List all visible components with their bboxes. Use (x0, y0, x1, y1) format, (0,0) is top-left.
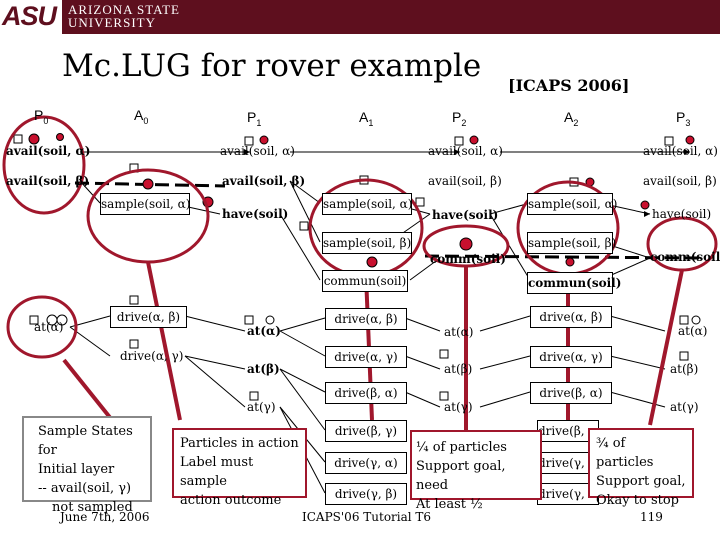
p1-have-soil: have(soil) (222, 207, 289, 221)
note-sample-states: Sample States for Initial layer -- avail… (22, 416, 152, 515)
p3-comm-soil: comm(soil) (650, 250, 720, 264)
note-quarter-line-3: At least ½ (416, 497, 483, 512)
level-p1: P1 (247, 109, 262, 128)
p1-avail-soil-beta: avail(soil, β) (222, 174, 306, 188)
p1-at-beta: at(β) (247, 362, 280, 376)
p2-comm-soil: comm(soil) (430, 252, 506, 266)
university-line-2: UNIVERSITY (68, 15, 156, 30)
slide-title: Mc.LUG for rover example (62, 48, 482, 84)
note-sample-states-line-4: not sampled (52, 500, 133, 515)
note-three-quarter-particles: ¾ of particles Support goal, Okay to sto… (588, 428, 694, 508)
a2-drive-ag: drive(α, γ) (530, 346, 612, 368)
p3-avail-soil-alpha: avail(soil, α) (643, 144, 718, 158)
p1-at-gamma: at(γ) (247, 400, 276, 414)
particle-markers (13, 133, 701, 401)
p0-avail-soil-beta: avail(soil, β) (6, 174, 90, 188)
a1-drive-ab: drive(α, β) (325, 308, 407, 330)
a1-commun: commun(soil) (322, 270, 408, 292)
note-particles-label-line-3: action outcome (180, 493, 282, 508)
level-a2: A2 (564, 109, 579, 128)
a2-drive-ab: drive(α, β) (530, 306, 612, 328)
asu-logo: ASU (0, 0, 62, 34)
note-quarter-line-2: Support goal, need (416, 459, 506, 493)
p2-have-soil: have(soil) (432, 208, 499, 222)
footer-page-number: 119 (640, 510, 663, 524)
a0-drive-ag: drive(α, γ) (120, 349, 184, 363)
p0-avail-soil-alpha: avail(soil, α) (6, 144, 91, 158)
p3-at-gamma: at(γ) (670, 400, 699, 414)
note-three-quarter-line-1: ¾ of particles (596, 436, 654, 470)
footer-date: June 7th, 2006 (60, 510, 150, 524)
asu-logo-text: ASU (2, 1, 57, 31)
a2-drive-g-truncated-2: drive(γ, (537, 483, 599, 505)
p1-at-alpha: at(α) (247, 324, 281, 338)
note-three-quarter-line-2: Support goal, (596, 474, 686, 489)
citation: [ICAPS 2006] (508, 76, 630, 95)
note-sample-states-line-2: Initial layer (38, 462, 115, 477)
university-name: ARIZONA STATE UNIVERSITY (68, 3, 180, 29)
a0-sample-alpha: sample(soil, α) (100, 193, 190, 215)
level-p3: P3 (676, 109, 691, 128)
a0-drive-ab: drive(α, β) (110, 306, 187, 328)
a1-sample-alpha: sample(soil, α) (322, 193, 412, 215)
p3-at-beta: at(β) (670, 362, 699, 376)
note-sample-states-line-1: Sample States for (38, 424, 133, 458)
p1-avail-soil-alpha: avail(soil, α) (220, 144, 295, 158)
p3-at-alpha: at(α) (678, 324, 708, 338)
a1-drive-ga: drive(γ, α) (325, 452, 407, 474)
university-line-1: ARIZONA STATE (68, 2, 180, 17)
footer-center: ICAPS'06 Tutorial T6 (302, 510, 432, 524)
a2-drive-b-truncated: drive(β, (537, 420, 599, 442)
a1-drive-ba: drive(β, α) (325, 382, 407, 404)
level-a0: A0 (134, 107, 149, 126)
level-p2: P2 (452, 109, 467, 128)
a1-drive-gb: drive(γ, β) (325, 483, 407, 505)
a1-drive-ag: drive(α, γ) (325, 346, 407, 368)
note-particles-label-line-1: Particles in action (180, 436, 299, 451)
a1-sample-beta: sample(soil, β) (322, 232, 412, 254)
a2-sample-alpha: sample(soil, α) (527, 193, 617, 215)
p2-avail-soil-alpha: avail(soil, α) (428, 144, 503, 158)
p0-at-alpha: at(α) (34, 320, 64, 334)
p3-have-soil: have(soil) (652, 207, 712, 221)
a2-commun: commun(soil) (527, 272, 621, 294)
p2-avail-soil-beta: avail(soil, β) (428, 174, 502, 188)
note-quarter-particles: ¼ of particles Support goal, need At lea… (410, 430, 542, 512)
a1-drive-bg: drive(β, γ) (325, 420, 407, 442)
level-a1: A1 (359, 109, 374, 128)
note-three-quarter-line-3: Okay to stop (596, 493, 679, 508)
p3-avail-soil-beta: avail(soil, β) (643, 174, 717, 188)
level-p0: P0 (34, 107, 49, 126)
p2-at-alpha: at(α) (444, 325, 474, 339)
note-quarter-line-1: ¼ of particles (416, 440, 507, 455)
a2-drive-ba: drive(β, α) (530, 382, 612, 404)
arrowheads (244, 149, 690, 217)
header-band: ASU ARIZONA STATE UNIVERSITY (0, 0, 720, 34)
p2-at-beta: at(β) (444, 362, 473, 376)
a2-sample-beta: sample(soil, β) (527, 232, 616, 254)
note-particles-label: Particles in action Label must sample ac… (172, 428, 307, 508)
note-particles-label-line-2: Label must sample (180, 455, 254, 489)
p2-at-gamma: at(γ) (444, 400, 473, 414)
note-sample-states-line-3: -- avail(soil, γ) (38, 481, 132, 496)
